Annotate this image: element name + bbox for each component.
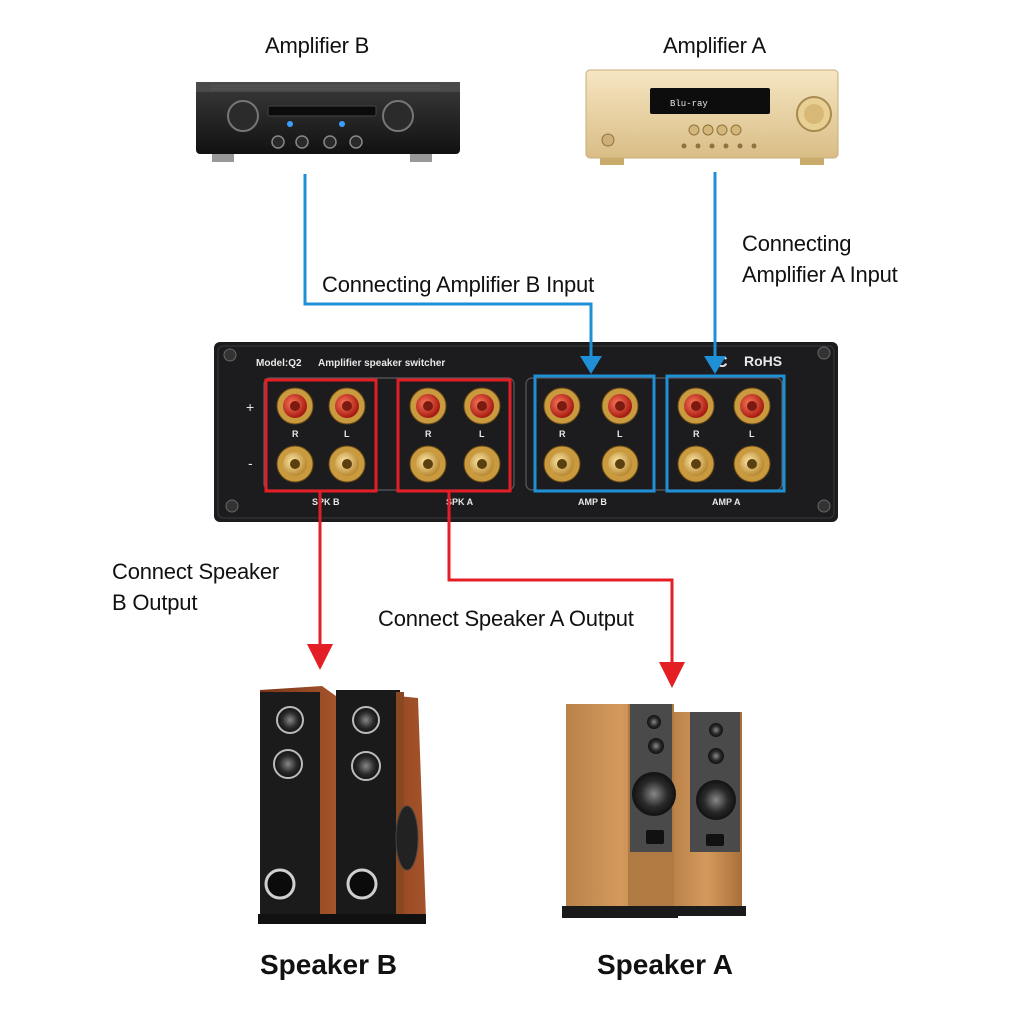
amp-a-display: Blu-ray <box>670 99 708 109</box>
spk-a-output-arrow <box>447 492 674 666</box>
spk-b-arrowhead <box>307 644 333 670</box>
channel-label-l: L <box>749 429 755 439</box>
binding-post-positive <box>276 387 314 425</box>
channel-label-r: R <box>693 429 700 439</box>
spk-b-highlight <box>264 378 378 493</box>
binding-post-positive <box>677 387 715 425</box>
rohs-mark: RoHS <box>744 353 782 369</box>
amp-a-highlight <box>665 374 786 493</box>
binding-post-negative <box>276 445 314 483</box>
binding-post-negative <box>328 445 366 483</box>
connecting-amp-a-label-line2: Amplifier A Input <box>742 262 898 287</box>
speaker-a-image <box>562 704 746 918</box>
connect-spk-b-label-line1: Connect Speaker <box>112 559 279 584</box>
binding-post-positive <box>543 387 581 425</box>
binding-post-negative <box>409 445 447 483</box>
speaker-b-title: Speaker B <box>260 949 397 980</box>
group-label-spk-a: SPK A <box>446 497 474 507</box>
channel-label-l: L <box>344 429 350 439</box>
connecting-amp-b-label: Connecting Amplifier B Input <box>322 272 594 297</box>
channel-label-r: R <box>292 429 299 439</box>
channel-label-r: R <box>425 429 432 439</box>
channel-label-l: L <box>479 429 485 439</box>
binding-post-negative <box>733 445 771 483</box>
binding-post-negative <box>543 445 581 483</box>
group-label-amp-b: AMP B <box>578 497 607 507</box>
amp-b-input-arrow <box>303 174 593 360</box>
group-label-spk-b: SPK B <box>312 497 340 507</box>
channel-label-r: R <box>559 429 566 439</box>
amplifier-b-title: Amplifier B <box>265 33 370 58</box>
amp-a-arrowhead <box>704 356 726 374</box>
speaker-switcher-panel: Model:Q2 Amplifier speaker switcher C Ro… <box>214 342 838 522</box>
amp-b-arrowhead <box>580 356 602 374</box>
speaker-a-title: Speaker A <box>597 949 733 980</box>
amplifier-a-image: Blu-ray <box>585 69 839 165</box>
amplifier-a-title: Amplifier A <box>663 33 766 58</box>
binding-post-negative <box>463 445 501 483</box>
switcher-model: Model:Q2 <box>256 358 302 369</box>
speaker-b-image <box>258 686 426 924</box>
binding-post-positive <box>328 387 366 425</box>
binding-post-negative <box>677 445 715 483</box>
connect-spk-b-label-line2: B Output <box>112 590 198 615</box>
connect-spk-a-label: Connect Speaker A Output <box>378 606 634 631</box>
switcher-name: Amplifier speaker switcher <box>318 358 445 369</box>
plus-polarity-label: + <box>246 399 254 415</box>
binding-post-positive <box>733 387 771 425</box>
minus-polarity-label: - <box>248 455 253 471</box>
amplifier-b-image <box>196 82 460 162</box>
spk-a-highlight <box>396 378 512 493</box>
spk-a-arrowhead <box>659 662 685 688</box>
group-label-amp-a: AMP A <box>712 497 741 507</box>
channel-label-l: L <box>617 429 623 439</box>
binding-post-positive <box>463 387 501 425</box>
binding-post-positive <box>409 387 447 425</box>
connecting-amp-a-label-line1: Connecting <box>742 231 852 256</box>
binding-post-negative <box>601 445 639 483</box>
binding-post-positive <box>601 387 639 425</box>
amp-b-highlight <box>533 374 656 493</box>
